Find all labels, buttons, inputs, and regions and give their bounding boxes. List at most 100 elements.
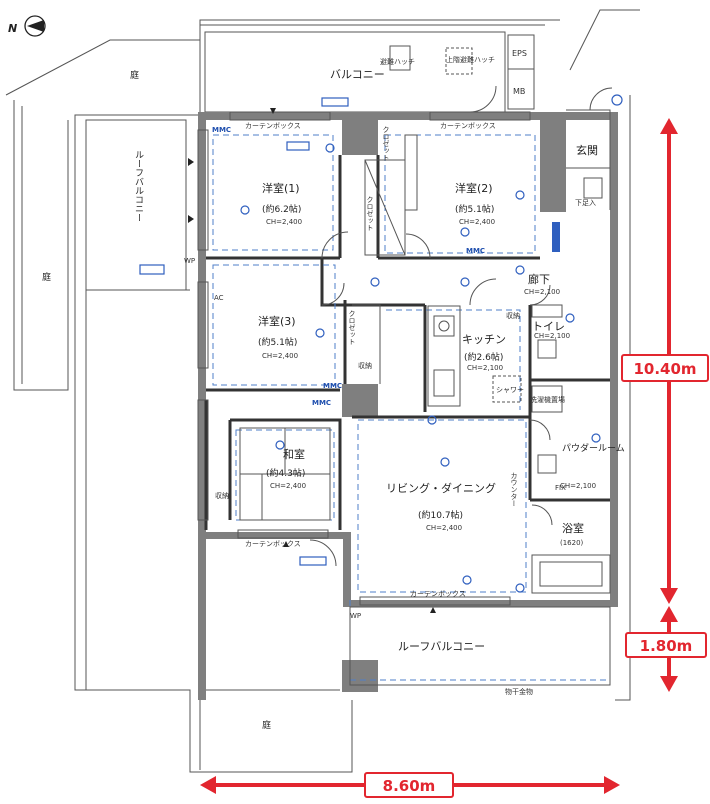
western3-ch: CH=2,400: [262, 352, 298, 360]
kitchen-size: (約2.6帖): [464, 351, 503, 363]
western2-size: (約5.1帖): [455, 203, 494, 215]
kitchen-name: キッチン: [462, 333, 506, 346]
balcony-top: バルコニー 避難ハッチ 上階避難ハッチ: [204, 31, 506, 113]
roof-balcony-bottom: ルーフバルコニー: [349, 606, 611, 686]
exterior-walls: [198, 112, 618, 700]
western1-name: 洋室(1): [262, 181, 300, 195]
eps-mb: EPS MB: [507, 34, 535, 110]
closet-label-2: クロゼット: [382, 126, 390, 161]
washitsu-name: 和室: [283, 447, 305, 461]
door-swings: [309, 85, 613, 567]
shoe-box-label: 下足入: [575, 199, 596, 207]
depth-balcony-label-box: [625, 632, 707, 658]
bath-name: 浴室: [562, 521, 584, 535]
depth-main-label-box: [621, 354, 709, 382]
mmc-label-2: MMC: [466, 247, 485, 255]
room-western3: 洋室(3) (約5.1帖) CH=2,400: [258, 314, 298, 360]
dimension-depth-main: 10.40m: [621, 118, 709, 604]
western2-ch: CH=2,400: [459, 218, 495, 226]
wash-machine-label: 洗濯機置場: [530, 395, 565, 404]
hatch-label: 避難ハッチ: [380, 57, 415, 66]
curtain-box-label-3: カーテンボックス: [245, 540, 301, 548]
width-label: 8.60m: [383, 777, 436, 795]
storage-label-2: 収納: [215, 491, 229, 500]
powder-name: パウダールーム: [562, 442, 625, 454]
dimension-depth-balcony: 1.80m: [625, 606, 707, 692]
washitsu-ch: CH=2,400: [270, 482, 306, 490]
hallway-ch: CH=2,100: [524, 288, 560, 296]
roof-balcony-bottom-label: ルーフバルコニー: [398, 640, 485, 653]
width-label-box: [364, 772, 454, 798]
room-powder: パウダールーム CH=2,100: [560, 442, 625, 490]
powder-ch: CH=2,100: [560, 482, 596, 490]
upper-hatch: [445, 47, 473, 75]
kitchen-ch: CH=2,100: [467, 364, 503, 372]
dimension-width: 8.60m: [200, 772, 620, 798]
curtain-box-label-2: カーテンボックス: [440, 122, 496, 130]
tatami-mats: [239, 427, 331, 521]
room-western2: 洋室(2) (約5.1帖) CH=2,400: [455, 181, 495, 226]
curtain-box-label-4: カーテンボックス: [410, 590, 466, 598]
room-kitchen: キッチン (約2.6帖) CH=2,100: [462, 333, 506, 372]
curtain-box-label-1: カーテンボックス: [245, 122, 301, 130]
closet-label-3: クロゼット: [348, 310, 356, 345]
upper-hatch-label: 上階避難ハッチ: [446, 55, 495, 64]
balcony-label: バルコニー: [330, 68, 385, 81]
eps-label: EPS: [512, 49, 527, 58]
roof-balcony-left: ルーフバルコニー: [85, 119, 187, 291]
bath-size: (1620): [560, 539, 584, 547]
evacuation-hatch: [389, 45, 411, 71]
living-ch: CH=2,400: [426, 524, 462, 532]
compass-arrow-icon: [27, 20, 44, 32]
north-compass: N: [8, 15, 46, 37]
living-size: (約10.7帖): [418, 509, 463, 521]
bath-fixtures: [531, 177, 611, 594]
mmc-label-3: MMC: [323, 382, 342, 390]
room-toilet: トイレ CH=2,100: [532, 320, 570, 340]
interior-partitions: [204, 109, 611, 530]
western2-name: 洋室(2): [455, 181, 493, 195]
wiring-lines: [212, 134, 610, 681]
hallway-name: 廊下: [528, 272, 550, 286]
roof-balcony-left-label: ルーフバルコニー: [133, 150, 144, 222]
fix-label: FIX: [555, 484, 566, 492]
garden-label-left: 庭: [42, 271, 51, 283]
kitchen-fixtures: [427, 305, 522, 407]
ac-label: AC: [214, 294, 224, 302]
room-bath: 浴室 (1620): [560, 521, 584, 547]
western3-size: (約5.1帖): [258, 336, 297, 348]
room-washitsu: 和室 (約4.3帖) CH=2,400: [266, 447, 306, 490]
mmc-label-4: MMC: [312, 399, 331, 407]
screen-label: 物干金物: [505, 687, 533, 696]
room-western1: 洋室(1) (約6.2帖) CH=2,400: [262, 181, 302, 226]
western3-name: 洋室(3): [258, 314, 296, 328]
entrance-name: 玄関: [576, 143, 598, 157]
room-entrance: 玄関: [576, 143, 598, 157]
depth-main-label: 10.40m: [633, 360, 696, 378]
mmc-label-1: MMC: [212, 126, 231, 134]
living-name: リビング・ダイニング: [386, 481, 496, 495]
toilet-name: トイレ: [532, 320, 565, 333]
shower-label: シャワー: [496, 386, 524, 394]
storage-label-3: 収納: [506, 311, 520, 320]
room-hallway: 廊下 CH=2,100: [524, 272, 560, 296]
wp-label-1: WP: [184, 257, 195, 265]
washitsu-size: (約4.3帖): [266, 467, 305, 479]
wp-label-2: WP: [350, 612, 361, 620]
western1-ch: CH=2,400: [266, 218, 302, 226]
mb-label: MB: [513, 87, 525, 96]
depth-balcony-label: 1.80m: [640, 637, 693, 655]
electrical-symbols: [139, 94, 623, 613]
room-living: リビング・ダイニング (約10.7帖) CH=2,400: [386, 481, 496, 532]
closet-label-1: クロゼット: [366, 196, 374, 231]
garden-label-top: 庭: [130, 69, 139, 81]
compass-circle: [24, 15, 46, 37]
closets: クロゼット クロゼット クロゼット: [348, 126, 418, 345]
toilet-ch: CH=2,100: [534, 332, 570, 340]
western1-size: (約6.2帖): [262, 203, 301, 215]
north-label: N: [8, 22, 17, 35]
storage-label-1: 収納: [358, 361, 372, 370]
windows: [197, 111, 531, 606]
